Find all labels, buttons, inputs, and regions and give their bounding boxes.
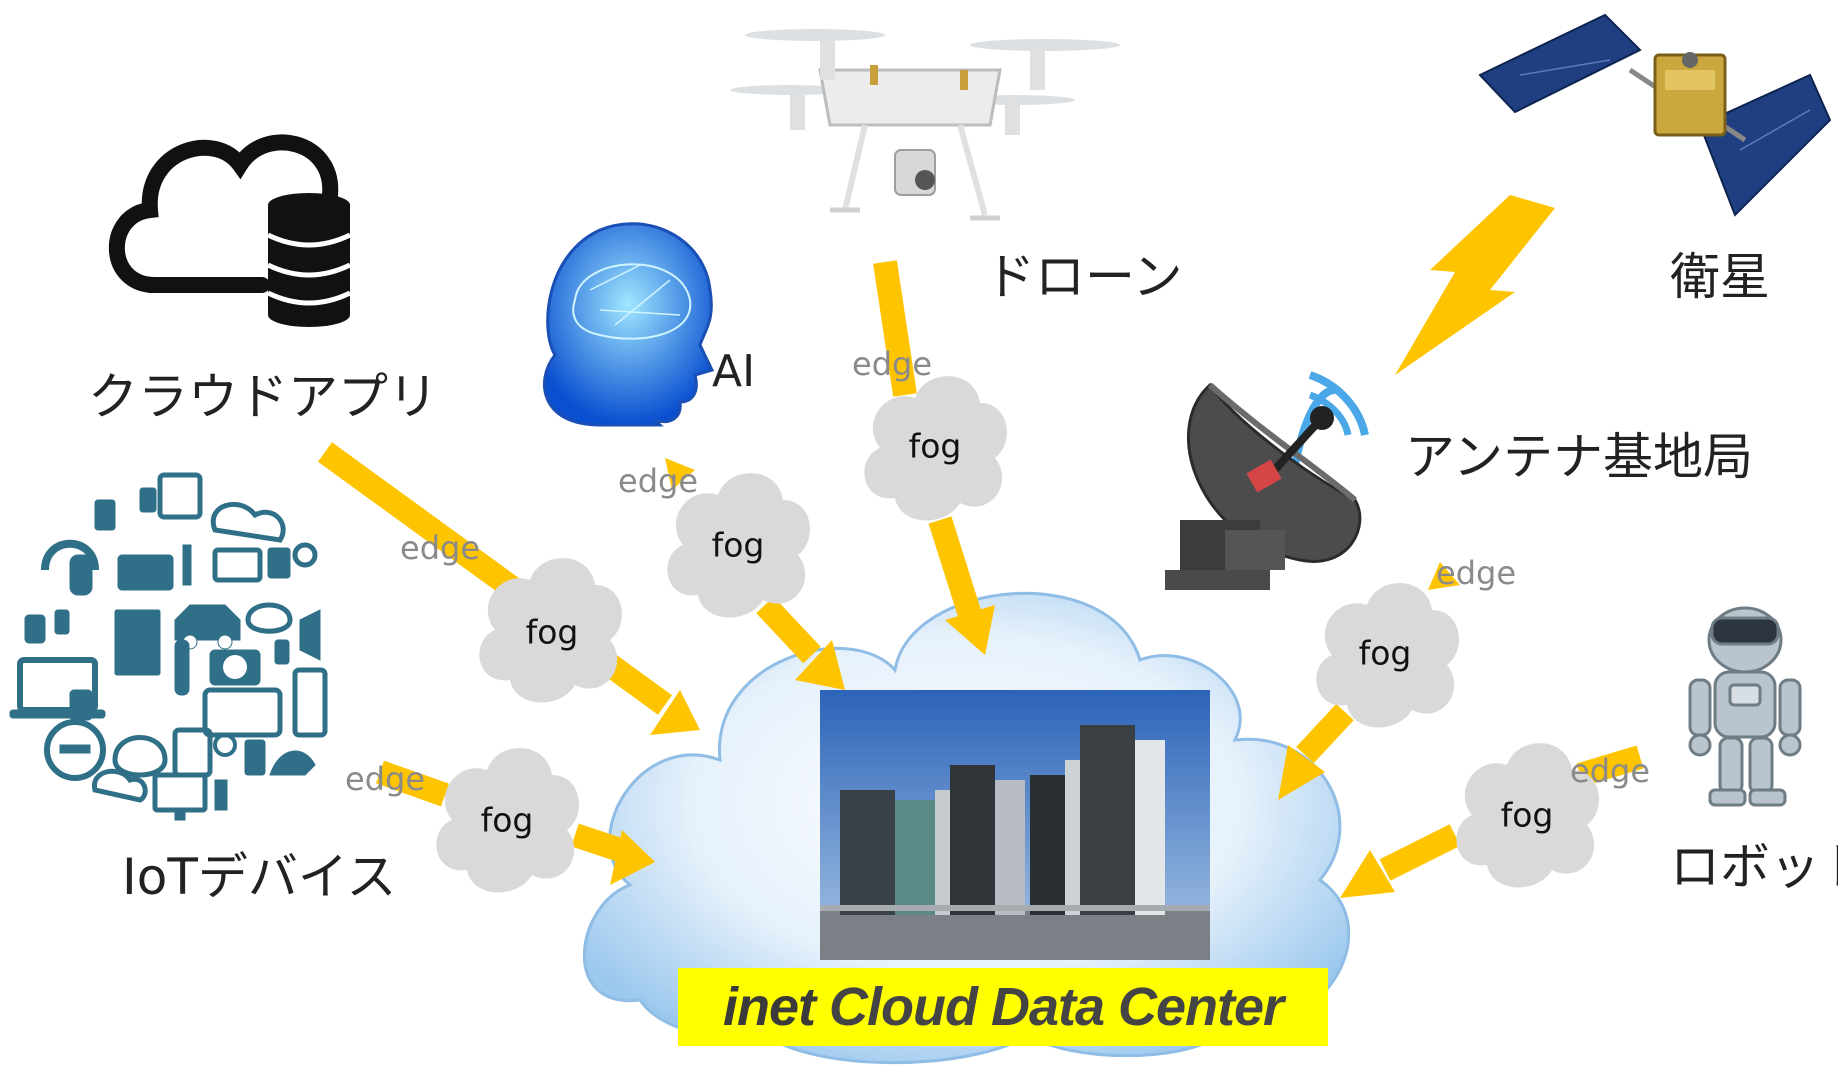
fog-cloud	[1456, 743, 1599, 888]
fog-label: fog	[908, 426, 962, 466]
fog-label: fog	[1358, 633, 1412, 673]
arrowhead-ai-in	[665, 458, 695, 490]
fog-label: fog	[480, 800, 534, 840]
arrow-iot-to-fog	[375, 760, 450, 807]
arrowhead-ai	[795, 640, 845, 690]
label-drone: ドローン	[985, 248, 1183, 306]
label-satellite: 衛星	[1670, 248, 1770, 306]
arrowhead-antenna-in	[1428, 562, 1460, 590]
label-cloud-app: クラウドアプリ	[88, 368, 438, 426]
robot-icon	[1688, 606, 1802, 807]
banner-title: inet Cloud Data Center	[722, 976, 1284, 1038]
arrow-robot-fog-to-center	[1379, 824, 1461, 881]
drone-icon	[730, 29, 1120, 221]
arrowhead-cloud-app	[650, 690, 700, 735]
fog-label: fog	[711, 525, 765, 565]
fog-cloud	[667, 473, 810, 618]
fog-cloud	[436, 748, 579, 893]
edge-label: edge	[1570, 752, 1650, 790]
ai-brain-head-icon	[542, 222, 715, 427]
satellite-icon	[1478, 13, 1832, 217]
fog-clouds	[436, 376, 1599, 893]
arrows	[317, 195, 1644, 898]
cloud-database-icon	[108, 134, 352, 327]
edge-label: edge	[400, 529, 480, 567]
data-center-photo	[820, 690, 1210, 960]
arrowhead-robot	[1340, 850, 1395, 898]
lightning-bolt	[1395, 195, 1555, 375]
label-ai: AI	[712, 346, 756, 397]
fog-cloud	[479, 558, 622, 703]
arrow-robot-to-fog	[1576, 745, 1644, 787]
antenna-dish-icon	[1165, 371, 1369, 590]
edge-label: edge	[1436, 554, 1516, 592]
label-robot: ロボット	[1670, 838, 1838, 896]
edge-label: edge	[852, 345, 932, 383]
arrow-drone-to-fog	[873, 260, 917, 397]
fog-label: fog	[525, 612, 579, 652]
banner-caption: Cloud Data Center	[828, 977, 1284, 1037]
arrow-ai-fog-to-center	[756, 596, 821, 664]
arrow-drone-fog-to-center	[928, 516, 982, 619]
cloud-data-center-banner: inet Cloud Data Center	[678, 968, 1328, 1046]
brand-logo: inet	[722, 977, 816, 1037]
arrow-antenna-fog-to-center	[1296, 703, 1354, 764]
fog-label: fog	[1500, 795, 1554, 835]
arrow-cloud-app-fog-to-center	[602, 655, 673, 715]
arrowhead-drone	[945, 605, 995, 655]
arrow-cloud-app-to-fog	[317, 442, 523, 600]
iot-devices-icon	[9, 472, 328, 821]
label-iot-devices: IoTデバイス	[122, 848, 397, 906]
arrow-iot-fog-to-center	[571, 823, 624, 862]
arrowhead-iot	[610, 830, 655, 885]
edge-label: edge	[618, 462, 698, 500]
edge-label: edge	[345, 760, 425, 798]
arrowhead-antenna	[1278, 745, 1325, 800]
fog-cloud	[864, 376, 1007, 521]
label-antenna-base-station: アンテナ基地局	[1405, 428, 1753, 486]
fog-cloud	[1316, 583, 1459, 728]
